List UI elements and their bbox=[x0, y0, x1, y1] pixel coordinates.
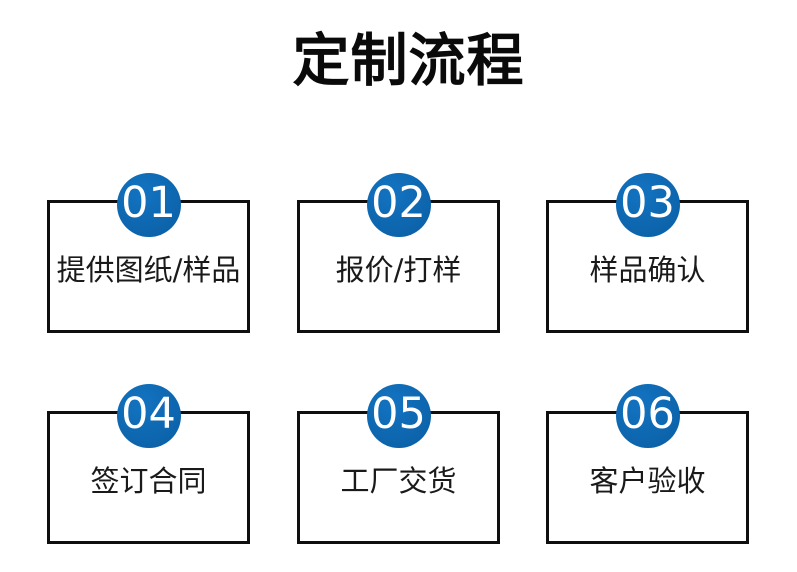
step-label: 样品确认 bbox=[589, 253, 706, 288]
step-label: 提供图纸/样品 bbox=[56, 253, 241, 288]
step-label: 签订合同 bbox=[90, 464, 207, 499]
step-card-1: 01 提供图纸/样品 bbox=[47, 173, 250, 333]
step-number-badge: 01 bbox=[116, 173, 181, 237]
step-number-badge: 05 bbox=[366, 384, 431, 448]
page-title: 定制流程 bbox=[292, 28, 525, 94]
step-number-badge: 03 bbox=[615, 173, 680, 237]
step-card-6: 06 客户验收 bbox=[546, 384, 749, 544]
step-label: 客户验收 bbox=[589, 464, 706, 499]
step-number-badge: 06 bbox=[615, 384, 680, 448]
step-label: 工厂交货 bbox=[340, 464, 457, 499]
step-number-badge: 04 bbox=[116, 384, 181, 448]
step-number-badge: 02 bbox=[366, 173, 431, 237]
step-label: 报价/打样 bbox=[335, 253, 462, 288]
step-card-2: 02 报价/打样 bbox=[297, 173, 500, 333]
step-card-4: 04 签订合同 bbox=[47, 384, 250, 544]
step-card-3: 03 样品确认 bbox=[546, 173, 749, 333]
step-card-5: 05 工厂交货 bbox=[297, 384, 500, 544]
